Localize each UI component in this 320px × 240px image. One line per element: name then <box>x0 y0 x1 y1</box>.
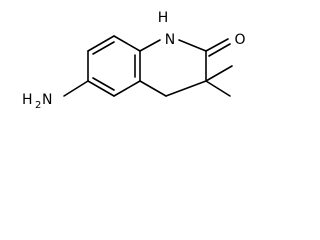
gem-dimethyl <box>205 65 233 97</box>
bond-c3-methyl-a <box>205 65 233 82</box>
bond-c4-c4a <box>139 80 167 97</box>
atom-label-n: N <box>165 32 175 48</box>
benzene-ring <box>87 35 141 97</box>
bond-c7-c8 <box>87 35 115 52</box>
chemical-structure-diagram: H N O H 2 N <box>22 10 246 111</box>
bond-c3-methyl-b <box>205 80 231 97</box>
bond-c6-nh2 <box>63 80 89 97</box>
amine-label-n: N <box>42 92 52 108</box>
bond-c8a-n1 <box>139 39 161 52</box>
atom-label-o: O <box>234 32 245 48</box>
amine-label-h: H <box>22 92 33 108</box>
bond-c2-o <box>205 38 229 52</box>
bond-n1-c2 <box>178 39 207 52</box>
bond-c4a-c5 <box>113 80 141 97</box>
double-bond-c5-c6 <box>92 77 115 91</box>
amine-label-subscript: 2 <box>35 100 41 111</box>
bond-c5-c6 <box>87 80 115 97</box>
carbonyl-group <box>205 38 231 57</box>
lactam-ring <box>139 39 207 97</box>
bond-c8-c8a <box>113 35 141 52</box>
bond-c3-c4 <box>165 80 207 97</box>
atom-label-h-on-n: H <box>158 10 169 26</box>
double-bond-c7-c8 <box>92 41 115 55</box>
double-bond-c2-o <box>208 43 231 57</box>
